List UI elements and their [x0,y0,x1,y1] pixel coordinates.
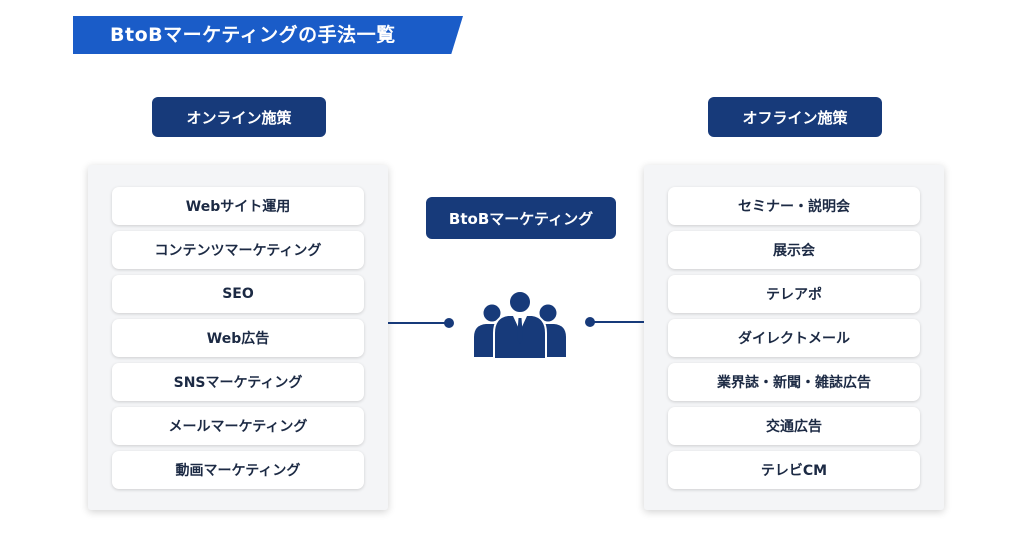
list-item: 交通広告 [668,407,920,445]
list-item: テレアポ [668,275,920,313]
list-item: 業界誌・新聞・雑誌広告 [668,363,920,401]
list-item: コンテンツマーケティング [112,231,364,269]
list-item: 動画マーケティング [112,451,364,489]
offline-panel: セミナー・説明会 展示会 テレアポ ダイレクトメール 業界誌・新聞・雑誌広告 交… [644,165,944,510]
connector-left [388,322,448,324]
list-item: テレビCM [668,451,920,489]
list-item: Web広告 [112,319,364,357]
list-item: Webサイト運用 [112,187,364,225]
connector-right [590,321,644,323]
list-item: セミナー・説明会 [668,187,920,225]
page-title: BtoBマーケティングの手法一覧 [110,24,396,46]
online-header: オンライン施策 [152,97,326,137]
connector-right-dot [585,317,595,327]
business-people-icon [474,290,566,359]
title-banner [73,16,463,54]
connector-left-dot [444,318,454,328]
online-panel: Webサイト運用 コンテンツマーケティング SEO Web広告 SNSマーケティ… [88,165,388,510]
list-item: ダイレクトメール [668,319,920,357]
center-label: BtoBマーケティング [426,197,616,239]
list-item: メールマーケティング [112,407,364,445]
list-item: 展示会 [668,231,920,269]
list-item: SNSマーケティング [112,363,364,401]
list-item: SEO [112,275,364,313]
offline-header: オフライン施策 [708,97,882,137]
